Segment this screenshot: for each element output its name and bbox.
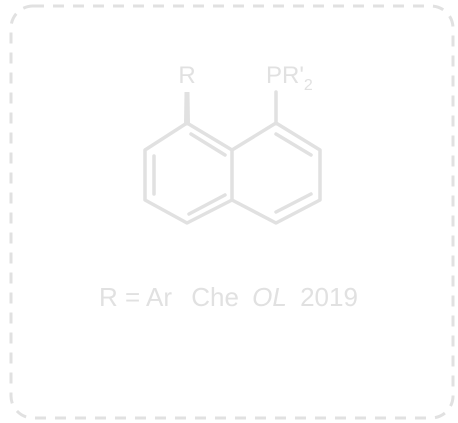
label-pr2-main: PR'	[266, 62, 304, 89]
caption-author: Che	[191, 282, 239, 312]
left-ring	[143, 121, 234, 225]
caption-definition: R = Ar	[99, 282, 172, 312]
label-pr2-subscript: 2	[304, 77, 313, 94]
caption-journal: OL	[252, 282, 287, 312]
double-bond-left-bottom	[187, 193, 227, 216]
dashed-frame	[9, 4, 455, 420]
label-r: R	[178, 62, 195, 89]
wedge-bond-r	[184, 92, 190, 123]
double-bond-right-bottom	[274, 192, 313, 214]
naphthalene-skeleton	[143, 121, 322, 225]
double-bond-left-top	[189, 132, 227, 157]
double-bond-right-top	[274, 132, 313, 157]
caption-year: 2019	[300, 282, 358, 312]
right-ring	[230, 121, 322, 225]
label-pr2: PR'2	[266, 62, 313, 94]
caption: R = Ar Che OL 2019	[99, 282, 358, 312]
